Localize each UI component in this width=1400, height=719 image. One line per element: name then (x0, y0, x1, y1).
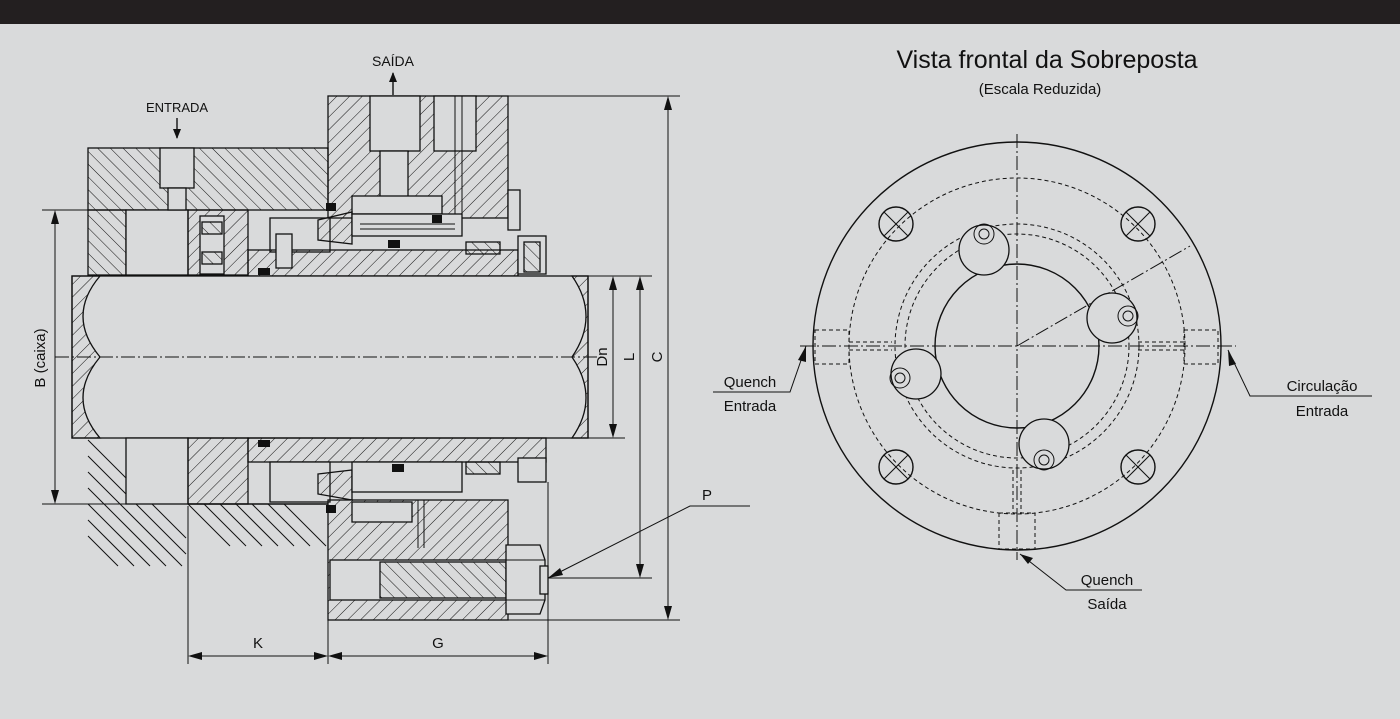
drive-lugs (889, 223, 1139, 471)
gland-lower-left (187, 437, 249, 505)
quench-outlet-leader (1019, 553, 1142, 591)
dim-k-label: K (253, 635, 263, 652)
spring-housing-lower (351, 461, 463, 493)
dim-c-label: C (649, 351, 666, 362)
housing-bore-upper (125, 209, 189, 276)
housing-lower-hatch (87, 439, 327, 567)
dim-l-label: L (621, 353, 638, 361)
quench-outlet-label-line1: Quench (1081, 572, 1134, 589)
packing-lower (465, 461, 501, 475)
sleeve-upper (247, 249, 519, 277)
front-view-title: Vista frontal da Sobreposta (896, 46, 1197, 74)
circulation-inlet-label-line1: Circulação (1287, 378, 1358, 395)
outlet-port-upper (369, 95, 421, 152)
quench-outlet-port (998, 512, 1036, 550)
quench-outlet-label-line2: Saída (1087, 596, 1127, 613)
gland-front-view: Vista frontal da Sobreposta (Escala Redu… (713, 46, 1372, 613)
sleeve-lower (247, 437, 547, 463)
bolt-head (505, 544, 546, 615)
set-screw-upper (275, 233, 293, 269)
front-view-subtitle: (Escala Reduzida) (979, 81, 1102, 98)
seal-section-view: SAÍDA ENTRADA B (caixa) Dn L C P (32, 53, 750, 664)
quench-inlet-port (814, 329, 850, 365)
dim-g-label: G (432, 635, 444, 652)
dim-p-label: P (702, 487, 712, 504)
technical-drawing: SAÍDA ENTRADA B (caixa) Dn L C P (0, 24, 1400, 714)
dim-dn-label: Dn (594, 347, 611, 366)
inlet-port (159, 147, 195, 189)
outlet-label: SAÍDA (372, 53, 415, 69)
circulation-inlet-leader (1227, 349, 1372, 397)
quench-inlet-label-line1: Quench (724, 374, 777, 391)
bolt-shank (379, 561, 507, 599)
circulation-inlet-port (1183, 329, 1219, 365)
bolt-holes (878, 206, 1156, 485)
seal-ring-lower (317, 469, 353, 501)
dim-p-leader (547, 505, 750, 579)
dim-b-label: B (caixa) (32, 328, 49, 387)
outlet-channel (379, 150, 409, 200)
spring-housing-upper (351, 213, 463, 237)
seal-ring-upper (317, 211, 353, 245)
drive-collar-lower (517, 457, 547, 483)
top-bar (0, 0, 1400, 24)
cavity-upper (351, 195, 443, 215)
housing-bore-lower (125, 437, 189, 505)
quench-inlet-leader (713, 345, 807, 393)
housing-left-upper (87, 209, 127, 276)
circulation-inlet-label-line2: Entrada (1296, 403, 1349, 420)
quench-inlet-label-line2: Entrada (724, 398, 777, 415)
drawing-canvas: SAÍDA ENTRADA B (caixa) Dn L C P (32, 46, 1372, 664)
housing-top (87, 147, 329, 211)
inlet-label: ENTRADA (146, 100, 208, 115)
